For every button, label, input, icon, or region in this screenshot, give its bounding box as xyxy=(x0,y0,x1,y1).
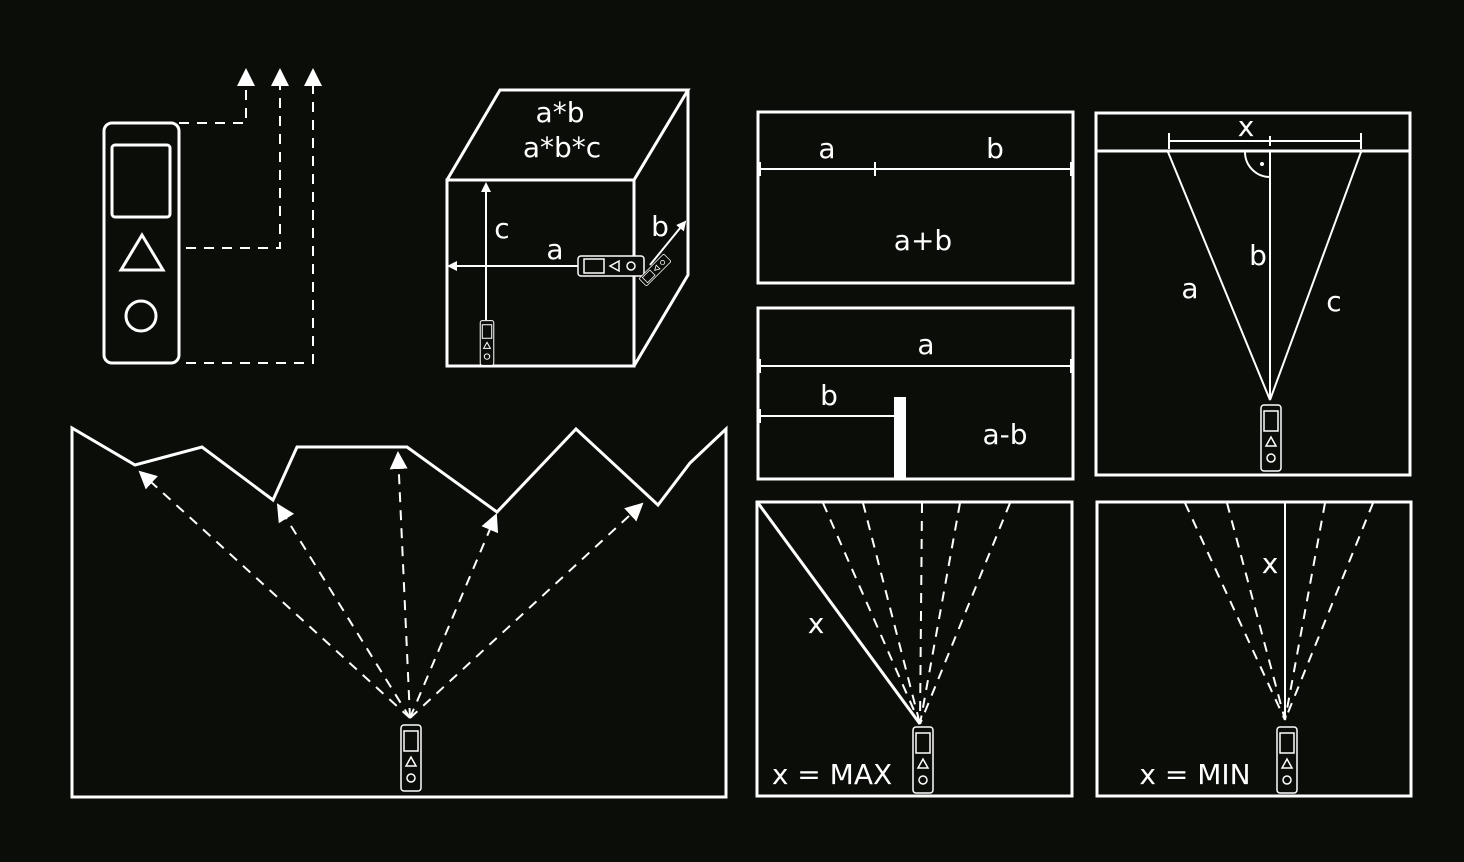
laser-device-icon xyxy=(1276,726,1298,794)
cube-edges xyxy=(445,88,691,367)
laser-device-icon xyxy=(577,255,645,277)
max-panel: x x = MAX xyxy=(755,500,1074,798)
measure-line xyxy=(1168,133,1362,149)
circle-button-icon xyxy=(124,299,158,333)
min-panel: x x = MIN xyxy=(1095,500,1413,798)
label-a: a xyxy=(917,328,934,361)
subtraction-panel: a b a-b xyxy=(756,306,1075,481)
device-functions-panel xyxy=(102,68,322,365)
min-caption: x = MIN xyxy=(1139,758,1250,791)
wall-icon xyxy=(894,397,906,479)
label-x: x xyxy=(808,607,825,640)
laser-device-icon xyxy=(1260,404,1282,472)
dashed-arrow-icon xyxy=(186,68,289,249)
measure-line xyxy=(759,162,1072,176)
dashed-arrow-icon xyxy=(186,68,322,364)
label-b: b xyxy=(1249,239,1267,272)
laser-device-icon xyxy=(400,724,422,792)
label-b: b xyxy=(986,132,1004,165)
arrow-b-icon xyxy=(649,220,687,266)
label-b: b xyxy=(820,379,838,412)
volume-formula: a*b*c xyxy=(523,131,601,164)
sum-formula: a+b xyxy=(894,224,952,257)
right-angle-icon xyxy=(1244,151,1271,178)
laser-device-icon xyxy=(479,320,495,366)
triangle-lines xyxy=(1167,151,1362,401)
label-a: a xyxy=(546,233,563,266)
label-x: x xyxy=(1238,110,1255,143)
label-c: c xyxy=(494,212,509,245)
area-formula: a*b xyxy=(536,96,585,129)
measure-line xyxy=(759,359,1072,423)
label-x: x xyxy=(1262,547,1279,580)
label-a: a xyxy=(818,132,835,165)
label-b: b xyxy=(651,210,669,243)
dashed-arrow-icon xyxy=(179,68,255,124)
laser-device-icon xyxy=(912,726,934,794)
difference-formula: a-b xyxy=(982,418,1027,451)
terrain-outline xyxy=(70,425,728,799)
label-a: a xyxy=(1181,272,1198,305)
addition-panel: a b a+b xyxy=(756,110,1075,285)
dashed-beams xyxy=(822,502,1011,725)
display-icon xyxy=(110,143,172,219)
continuous-measurement-panel xyxy=(70,425,728,799)
laser-device-icon xyxy=(102,121,181,365)
max-caption: x = MAX xyxy=(772,758,892,791)
triangle-button-icon xyxy=(118,232,166,272)
pythagoras-panel: x a b c xyxy=(1094,110,1412,477)
label-c: c xyxy=(1326,285,1341,318)
dashed-beams xyxy=(1184,502,1374,721)
volume-panel: a*b a*b*c c a b xyxy=(445,88,691,368)
